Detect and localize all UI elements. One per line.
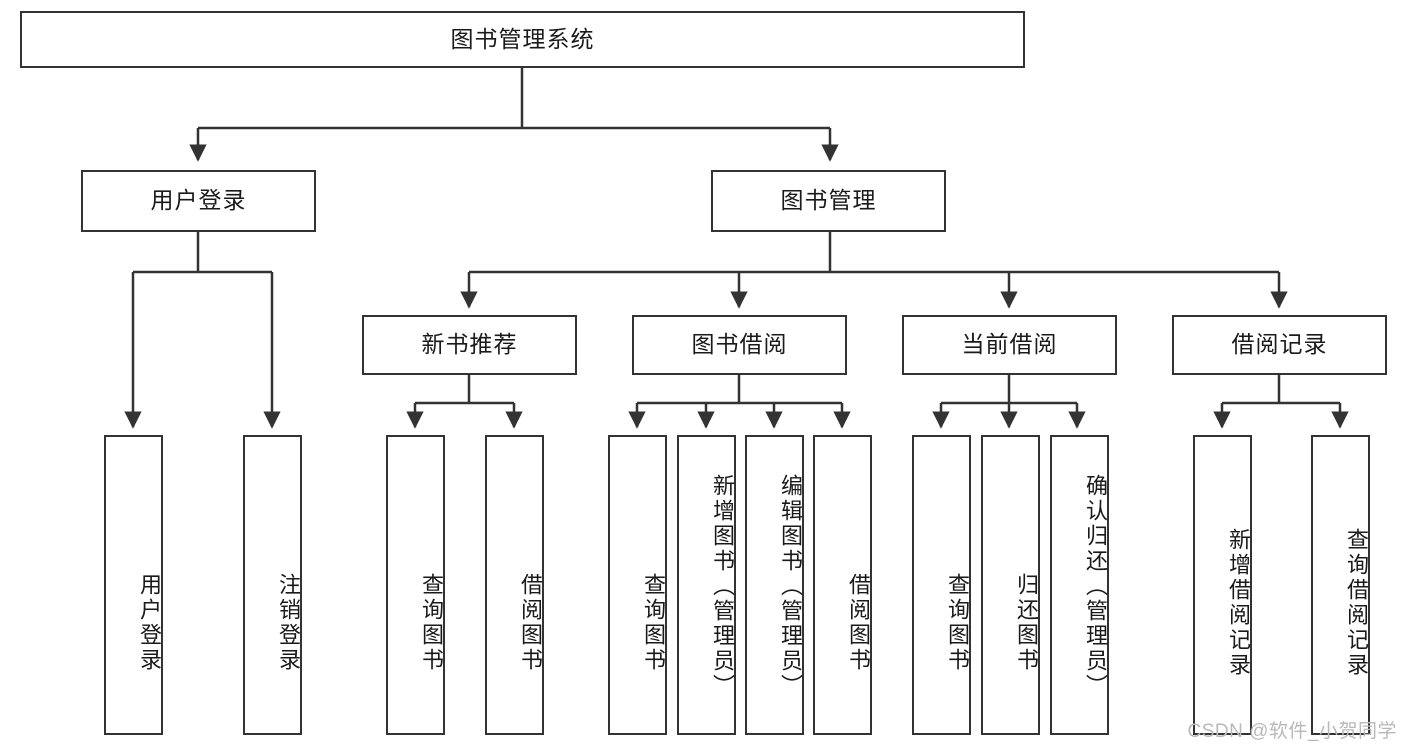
leaf-query-book-current[interactable]: 查询图书	[912, 435, 971, 735]
leaf-user-login[interactable]: 用户登录	[104, 435, 163, 735]
leaf-add-book-admin[interactable]: 新增图书（管理员）	[677, 435, 736, 735]
node-current-borrow[interactable]: 当前借阅	[902, 315, 1117, 375]
leaf-return-book[interactable]: 归还图书	[981, 435, 1040, 735]
leaf-query-book-borrow[interactable]: 查询图书	[608, 435, 667, 735]
leaf-query-borrow-record[interactable]: 查询借阅记录	[1311, 435, 1370, 735]
leaf-confirm-return-admin[interactable]: 确认归还（管理员）	[1050, 435, 1109, 735]
node-root-system[interactable]: 图书管理系统	[20, 11, 1025, 68]
node-borrow-record[interactable]: 借阅记录	[1172, 315, 1387, 375]
node-user-login[interactable]: 用户登录	[81, 170, 316, 232]
leaf-add-borrow-record[interactable]: 新增借阅记录	[1193, 435, 1252, 735]
leaf-query-book-recommend[interactable]: 查询图书	[386, 435, 445, 735]
node-book-borrow[interactable]: 图书借阅	[632, 315, 847, 375]
leaf-borrow-book-borrow[interactable]: 借阅图书	[813, 435, 872, 735]
node-new-book-recommend[interactable]: 新书推荐	[362, 315, 577, 375]
leaf-borrow-book-recommend[interactable]: 借阅图书	[485, 435, 544, 735]
leaf-logout-login[interactable]: 注销登录	[243, 435, 302, 735]
leaf-edit-book-admin[interactable]: 编辑图书（管理员）	[745, 435, 804, 735]
node-book-management[interactable]: 图书管理	[711, 170, 946, 232]
watermark-credit: CSDN @软件_小贺同学	[1187, 721, 1397, 742]
